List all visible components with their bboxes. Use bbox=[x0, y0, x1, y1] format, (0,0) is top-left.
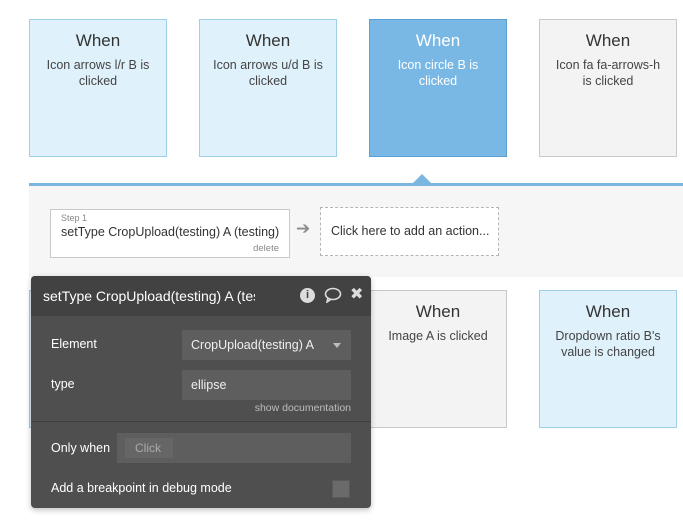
type-label: type bbox=[51, 377, 75, 391]
event-card-icon-arrows-ud[interactable]: When Icon arrows u/d B is clicked bbox=[199, 19, 337, 157]
only-when-label: Only when bbox=[51, 441, 111, 455]
event-card-title: When bbox=[415, 31, 461, 50]
element-label: Element bbox=[51, 337, 97, 351]
event-card-description: Icon arrows l/r B is clicked bbox=[46, 58, 150, 88]
event-card-title: When bbox=[585, 302, 631, 321]
delete-step-link[interactable]: delete bbox=[253, 243, 279, 254]
event-card-description: Icon fa fa-arrows-h is clicked bbox=[555, 58, 661, 88]
event-card-description: Dropdown ratio B's value is changed bbox=[555, 329, 661, 359]
selected-event-pointer bbox=[413, 174, 431, 183]
step-action-text: setType CropUpload(testing) A (testing) bbox=[61, 225, 280, 239]
workflow-step-1[interactable]: Step 1 setType CropUpload(testing) A (te… bbox=[50, 209, 290, 258]
editor-header: setType CropUpload(testing) A (testing) … bbox=[31, 276, 371, 316]
event-card-title: When bbox=[245, 31, 291, 50]
element-dropdown[interactable]: CropUpload(testing) A bbox=[182, 330, 351, 360]
action-editor-popup: setType CropUpload(testing) A (testing) … bbox=[31, 276, 371, 508]
breakpoint-label: Add a breakpoint in debug mode bbox=[51, 481, 232, 495]
editor-divider bbox=[31, 421, 371, 422]
info-icon[interactable]: i bbox=[300, 288, 315, 303]
show-documentation-link[interactable]: show documentation bbox=[254, 402, 351, 414]
element-dropdown-value: CropUpload(testing) A bbox=[191, 338, 314, 352]
event-card-icon-arrows-lr[interactable]: When Icon arrows l/r B is clicked bbox=[29, 19, 167, 157]
event-card-title: When bbox=[415, 302, 461, 321]
only-when-click-placeholder[interactable]: Click bbox=[125, 438, 173, 458]
event-card-icon-circle-selected[interactable]: When Icon circle B is clicked bbox=[369, 19, 507, 157]
arrow-right-icon: ➔ bbox=[296, 219, 311, 238]
event-card-title: When bbox=[75, 31, 121, 50]
editor-title: setType CropUpload(testing) A (testing) bbox=[43, 288, 255, 304]
event-card-description: Image A is clicked bbox=[388, 329, 488, 343]
event-card-title: When bbox=[585, 31, 631, 50]
close-icon[interactable]: ✖ bbox=[350, 286, 364, 303]
event-card-image-a[interactable]: When Image A is clicked bbox=[369, 290, 507, 428]
add-action-button[interactable]: Click here to add an action... bbox=[320, 207, 499, 256]
event-card-description: Icon circle B is clicked bbox=[397, 58, 479, 88]
chevron-down-icon bbox=[333, 343, 341, 348]
comment-icon[interactable] bbox=[324, 287, 342, 308]
breakpoint-checkbox[interactable] bbox=[332, 480, 350, 498]
step-number-label: Step 1 bbox=[61, 213, 88, 223]
event-card-description: Icon arrows u/d B is clicked bbox=[213, 58, 323, 88]
event-card-icon-fa-arrows-h[interactable]: When Icon fa fa-arrows-h is clicked bbox=[539, 19, 677, 157]
event-card-dropdown-ratio[interactable]: When Dropdown ratio B's value is changed bbox=[539, 290, 677, 428]
type-input[interactable]: ellipse bbox=[182, 370, 351, 400]
